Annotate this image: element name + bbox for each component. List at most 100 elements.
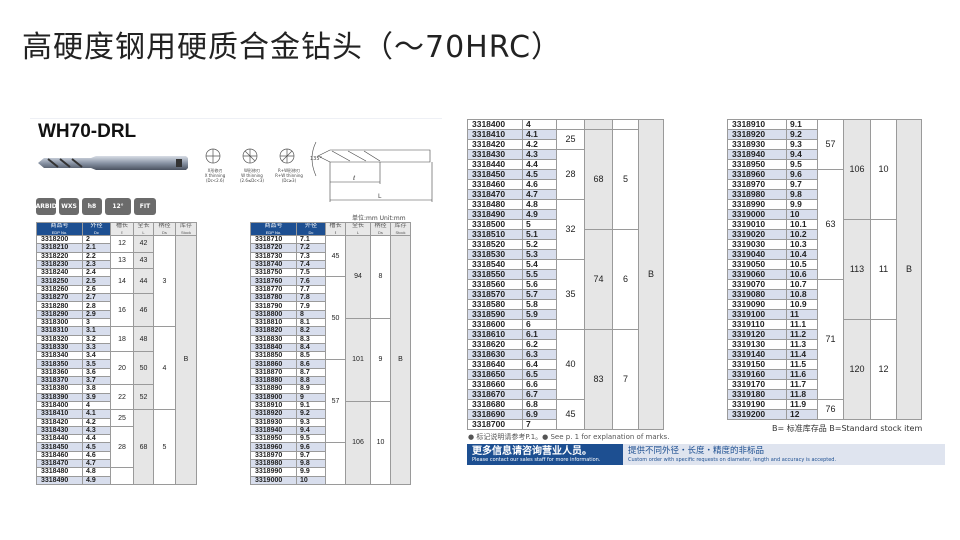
diameter: 12 [786,409,818,420]
diameter: 11.8 [786,389,818,400]
h8-tolerance-badge: h8 [82,198,102,215]
diameter: 9.2 [296,409,326,419]
diameter: 10 [296,475,326,485]
diameter: 5.2 [522,239,557,250]
flute-length: 13 [110,251,134,270]
diameter: 5.4 [522,259,557,270]
edp-number: 3319070 [727,279,787,290]
edp-number: 3318410 [467,129,523,140]
overall-length: 44 [133,268,154,295]
shank-diameter: 6 [612,229,639,330]
overall-length: 43 [133,251,154,270]
edp-number: 3318400 [467,119,523,130]
diameter: 8.9 [296,384,326,394]
overall-length: 74 [584,229,613,330]
diameter: 10.5 [786,259,818,270]
diameter: 10.8 [786,289,818,300]
flute-length: 22 [110,384,134,411]
edp-number: 3318490 [36,475,83,485]
edp-number: 3318910 [727,119,787,130]
edp-number: 3318730 [250,251,297,261]
edp-number: 3318450 [467,169,523,180]
diameter: 6.3 [522,349,557,360]
diameter: 3.7 [82,376,111,386]
diameter: 6.1 [522,329,557,340]
edp-number: 3318530 [467,249,523,260]
model-name: WH70-DRL [38,121,137,142]
diameter: 6.2 [522,339,557,350]
diameter: 9.4 [296,425,326,436]
edp-number: 3318410 [36,409,83,419]
flute-length: 71 [817,279,844,400]
page-title: 高硬度钢用硬质合金钻头（～70HRC） [22,30,563,65]
edp-number: 3318350 [36,359,83,369]
edp-number: 3319030 [727,239,787,250]
diameter: 6.7 [522,389,557,400]
diameter: 9.3 [296,417,326,427]
flute-length: 45 [556,399,585,430]
diameter: 2.2 [82,251,111,261]
edp-number: 3319050 [727,259,787,270]
flute-length: 20 [110,351,134,386]
overall-length: 83 [584,329,613,430]
marks-note: ● 标记说明请参考P.1。● See p. 1 for explanation … [468,433,670,441]
carbide-badge: CARBIDE [31,198,61,215]
overall-length: 46 [133,293,154,328]
flute-length: 63 [817,169,844,280]
edp-number: 3318590 [467,309,523,320]
diameter: 7.3 [296,251,326,261]
edp-number: 3318230 [36,259,83,270]
fit-badge: FIT [134,198,156,215]
edp-number: 3319020 [727,229,787,240]
edp-number: 3318930 [250,417,297,427]
edp-number: 3318210 [36,243,83,253]
diameter: 7.5 [296,268,326,278]
contact-zh: 更多信息请咨询营业人员。 [472,446,592,457]
flute-length: 14 [110,268,134,295]
edp-number: 3318950 [250,434,297,444]
diameter: 2.1 [82,243,111,253]
diameter: 9.9 [296,467,326,477]
edp-number: 3318570 [467,289,523,300]
flute-length: 40 [556,329,585,400]
edp-number: 3318660 [467,379,523,390]
flute-length: 16 [110,293,134,328]
edp-number: 3318940 [727,149,787,160]
overall-length: 113 [843,219,871,320]
flute-length: 45 [325,234,346,278]
diameter: 3.5 [82,359,111,369]
edp-number: 3318970 [250,450,297,461]
edp-number: 3318970 [727,179,787,190]
flute-length: 57 [325,359,346,444]
edp-number: 3318380 [36,384,83,394]
stock-legend: B= 标准库存品 B=Standard stock item [772,424,923,433]
diameter: 6.8 [522,399,557,410]
edp-number: 3318650 [467,369,523,380]
diameter: 5.5 [522,269,557,280]
edp-number: 3319000 [250,475,297,485]
diameter: 4.5 [82,442,111,452]
dimension-drawing: 135° ℓ L [310,141,433,202]
edp-number: 3318840 [250,342,297,353]
overall-length: 106 [345,400,371,485]
edp-number: 3319130 [727,339,787,350]
edp-number: 3318710 [250,234,297,245]
diameter: 10.6 [786,269,818,280]
edp-number: 3318910 [250,400,297,411]
edp-number: 3318440 [36,434,83,444]
overall-length: 68 [584,129,613,230]
edp-number: 3318690 [467,409,523,420]
edp-number: 3318470 [467,189,523,200]
edp-number: 3318740 [250,259,297,270]
